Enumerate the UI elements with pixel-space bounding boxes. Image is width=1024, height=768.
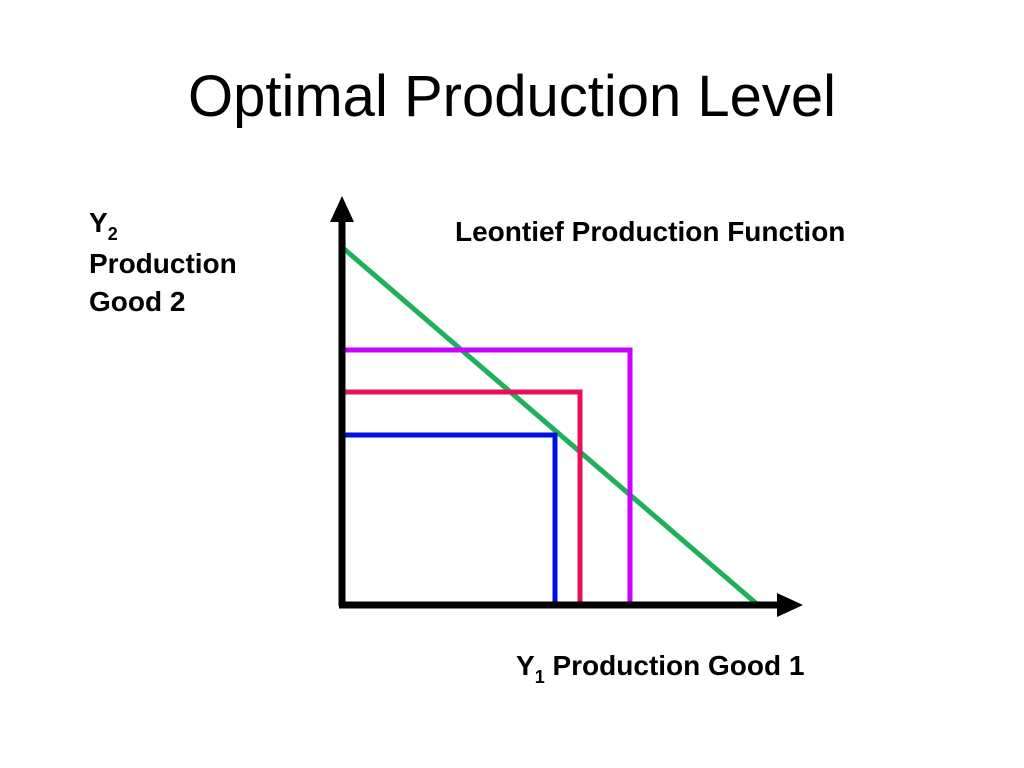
- x-axis-label: Y1 Production Good 1: [516, 647, 804, 688]
- y-axis-arrowhead: [330, 196, 354, 222]
- y-axis-subscript: 2: [107, 224, 118, 244]
- slide-title: Optimal Production Level: [188, 64, 836, 129]
- isoquant-outer: [343, 347, 633, 605]
- function-label: Leontief Production Function: [455, 216, 846, 247]
- x-axis-subscript: 1: [534, 667, 545, 687]
- x-axis-label-text: Production Good 1: [544, 650, 805, 681]
- y-axis-label: Y2 Production Good 2: [89, 204, 237, 321]
- y-axis-label-line2: Good 2: [89, 286, 186, 317]
- budget-line: [341, 246, 760, 607]
- y-axis-variable: Y: [89, 207, 108, 238]
- y-axis-label-line1: Production: [89, 248, 237, 279]
- x-axis-arrowhead: [777, 593, 803, 617]
- isoquant-inner: [343, 432, 558, 605]
- x-axis-variable: Y: [516, 650, 535, 681]
- isoquant-middle: [343, 389, 583, 605]
